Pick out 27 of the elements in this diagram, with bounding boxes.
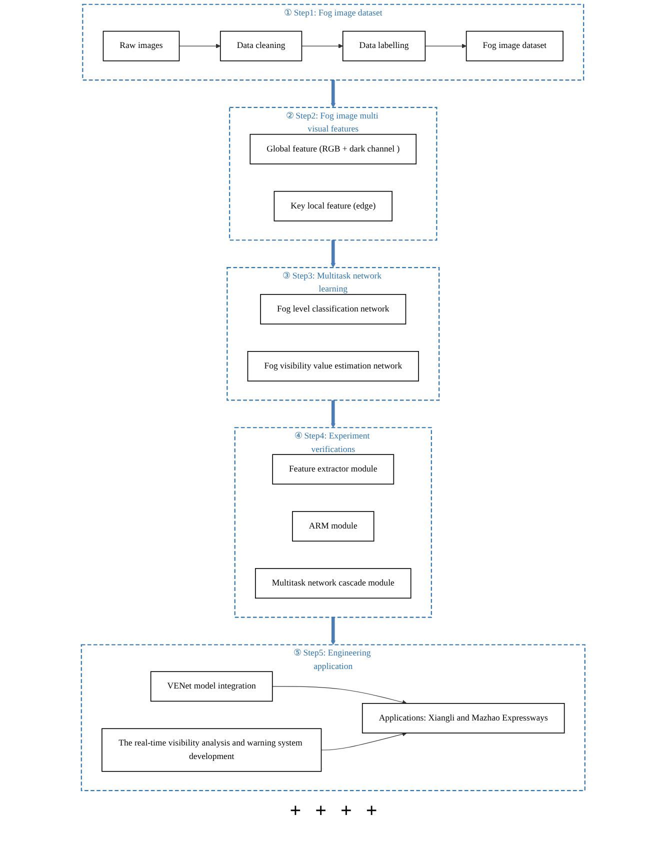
node-box: Feature extractor module [272,454,394,485]
arrow [321,732,408,750]
node-box: Fog visibility value estimation network [248,351,420,382]
node-box: Multitask network cascade module [255,568,412,599]
node-box: The real-time visibility analysis and warning system development [102,728,322,772]
node-box: Global feature (RGB + dark channel ) [250,134,417,164]
arrow [425,44,467,48]
arrow [331,80,336,108]
arrow [331,400,336,428]
node-box: Fog image dataset [466,30,564,62]
node-box: ARM module [292,511,375,542]
node-box: Key local feature (edge) [274,190,393,222]
arrow [331,617,336,645]
arrow [272,686,408,705]
node-box: VENet model integration [150,671,274,702]
node-box: Data cleaning [220,30,303,62]
node-box: Raw images [103,30,180,62]
node-box: Applications: Xiangli and Mazhao Expressways [362,703,566,734]
node-box: Fog level classification network [260,294,407,324]
arrow [302,44,344,48]
arrow [179,44,221,48]
plus-sign: + [290,800,302,823]
plus-sign: + [340,800,352,823]
node-box: Data labelling [342,30,426,62]
plus-sign: + [366,800,378,823]
arrow [331,240,336,268]
plus-sign: + [315,800,326,823]
